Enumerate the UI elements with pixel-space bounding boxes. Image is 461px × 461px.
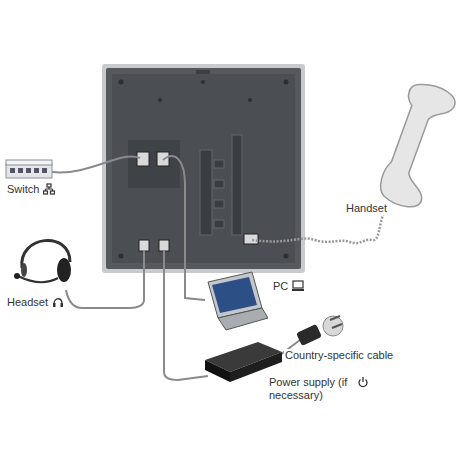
- part-label-text: Headset: [6, 296, 49, 309]
- wires: [52, 156, 385, 380]
- part-label: Headset: [6, 296, 64, 309]
- ports: [137, 152, 258, 251]
- stand-slots: [200, 135, 242, 235]
- part-label: Power supply (if necessary): [268, 376, 369, 402]
- switch-symbol: [43, 183, 55, 195]
- part-label-text: Handset: [345, 202, 388, 215]
- pc-symbol: [292, 280, 304, 292]
- power-cable: [164, 250, 208, 380]
- part-label-text: Country-specific cable: [284, 349, 394, 362]
- headset-symbol: [52, 296, 64, 308]
- part-label-text: Switch: [6, 183, 40, 196]
- top-notch: [196, 70, 210, 74]
- part-label: PC: [272, 280, 304, 293]
- power-symbol: [357, 376, 369, 388]
- plug-icon: [296, 316, 343, 346]
- switch-cable: [52, 156, 140, 172]
- screws: [119, 80, 289, 259]
- handset-icon: [375, 79, 458, 212]
- part-label: Country-specific cable: [284, 349, 394, 362]
- part-label: Handset: [345, 202, 388, 215]
- part-label-text: Power supply (if necessary): [268, 376, 354, 402]
- port-area: [128, 140, 180, 188]
- laptop-icon: [208, 272, 268, 330]
- part-label: Switch: [6, 183, 55, 196]
- phone-back-inner: [112, 74, 295, 263]
- pc-cable: [163, 156, 205, 300]
- switch-icon: [6, 160, 52, 178]
- headset-cable: [66, 250, 144, 308]
- phone-back: [106, 68, 301, 269]
- part-label-text: PC: [272, 280, 289, 293]
- headset-icon: [14, 240, 71, 282]
